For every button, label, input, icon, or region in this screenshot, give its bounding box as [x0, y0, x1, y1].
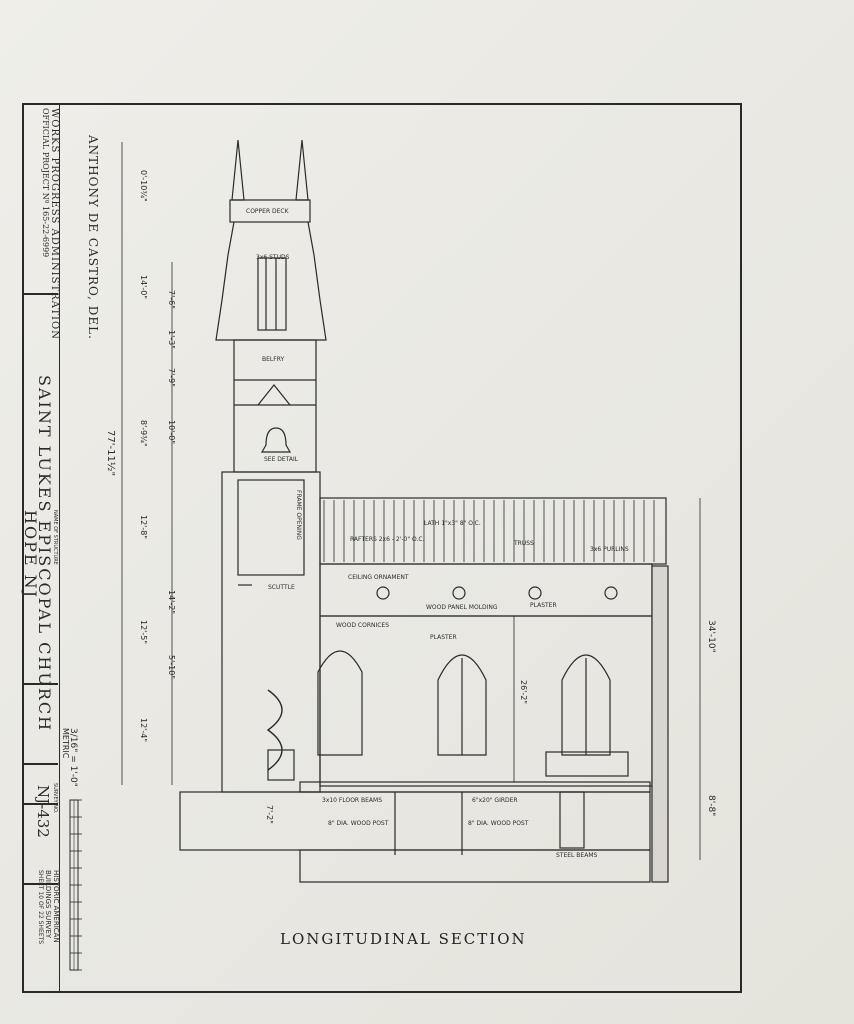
drawing-title: LONGITUDINAL SECTION	[280, 930, 527, 948]
drawing-label: CEILING ORNAMENT	[348, 574, 409, 581]
drawing-label: 8" DIA. WOOD POST	[468, 820, 529, 827]
divider	[22, 763, 58, 765]
divider	[22, 803, 58, 805]
divider	[22, 293, 58, 295]
title-block	[22, 103, 60, 993]
tower-dimension: 14'-0"	[139, 275, 148, 300]
tower-dimension: 0'-10¾"	[139, 170, 148, 202]
drawing-label: SEE DETAIL	[264, 456, 299, 463]
divider	[22, 883, 58, 885]
drawing-label: 8" DIA. WOOD POST	[328, 820, 389, 827]
window-3	[561, 654, 611, 756]
drawing-label: STEEL BEAMS	[556, 852, 598, 859]
right-dimension-2: 8'-8"	[706, 795, 716, 817]
tower-dimension: 12'-4"	[139, 718, 148, 743]
drawing-label: COPPER DECK	[246, 208, 289, 215]
tower-dimension: 7'-2"	[265, 805, 274, 824]
right-spire	[295, 139, 309, 201]
tower-dimension: 8'-9¾"	[139, 420, 148, 447]
tower-dimension: 7'-6"	[167, 290, 176, 309]
tower-dimension: 5'-10"	[167, 655, 176, 680]
dimension-lines	[121, 142, 701, 860]
tower-dimension: 14'-2"	[167, 590, 176, 615]
tower-dimension: 10'-0"	[167, 420, 176, 445]
drawing-label: FRAME OPENING	[295, 490, 302, 540]
drawing-label: BELFRY	[262, 356, 285, 363]
drawing-label: 3x6 STUDS	[256, 254, 290, 261]
drawing-label: SCUTTLE	[268, 584, 295, 591]
drawing-label: 6"x20" GIRDER	[472, 797, 518, 804]
bell	[260, 427, 292, 453]
drawing-label: PLASTER	[430, 634, 457, 641]
drawing-label: 3x6 PURLINS	[590, 546, 629, 553]
tower-dimension: 7'-9"	[167, 368, 176, 387]
window-1	[317, 650, 363, 756]
drawing-label: TRUSS	[514, 540, 534, 547]
tower-dimension: 12'-8"	[139, 515, 148, 540]
scale-bar	[69, 799, 82, 971]
sheet-border	[22, 103, 742, 993]
tower-dimension: 12'-5"	[139, 620, 148, 645]
divider	[22, 683, 58, 685]
nave	[179, 497, 669, 883]
interior-dimension: 26'-2"	[519, 680, 528, 705]
overall-height-dimension: 77'-11½"	[105, 430, 116, 477]
left-spire	[231, 139, 245, 201]
drawing-label: WOOD CORNICES	[336, 622, 390, 629]
tower	[215, 139, 327, 793]
window-2	[437, 654, 487, 756]
right-dimension-1: 34'-10"	[706, 620, 716, 653]
drawing-label: RAFTERS 2x6 - 2'-0" O.C.	[350, 536, 425, 543]
drawing-label: LATH 1"x3" 8" O.C.	[424, 520, 481, 527]
tower-dimension: 1'-3"	[167, 330, 176, 349]
drawing-label: 3x10 FLOOR BEAMS	[322, 797, 383, 804]
drawing-label: WOOD PANEL MOLDING	[426, 604, 498, 611]
drawing-label: PLASTER	[530, 602, 557, 609]
